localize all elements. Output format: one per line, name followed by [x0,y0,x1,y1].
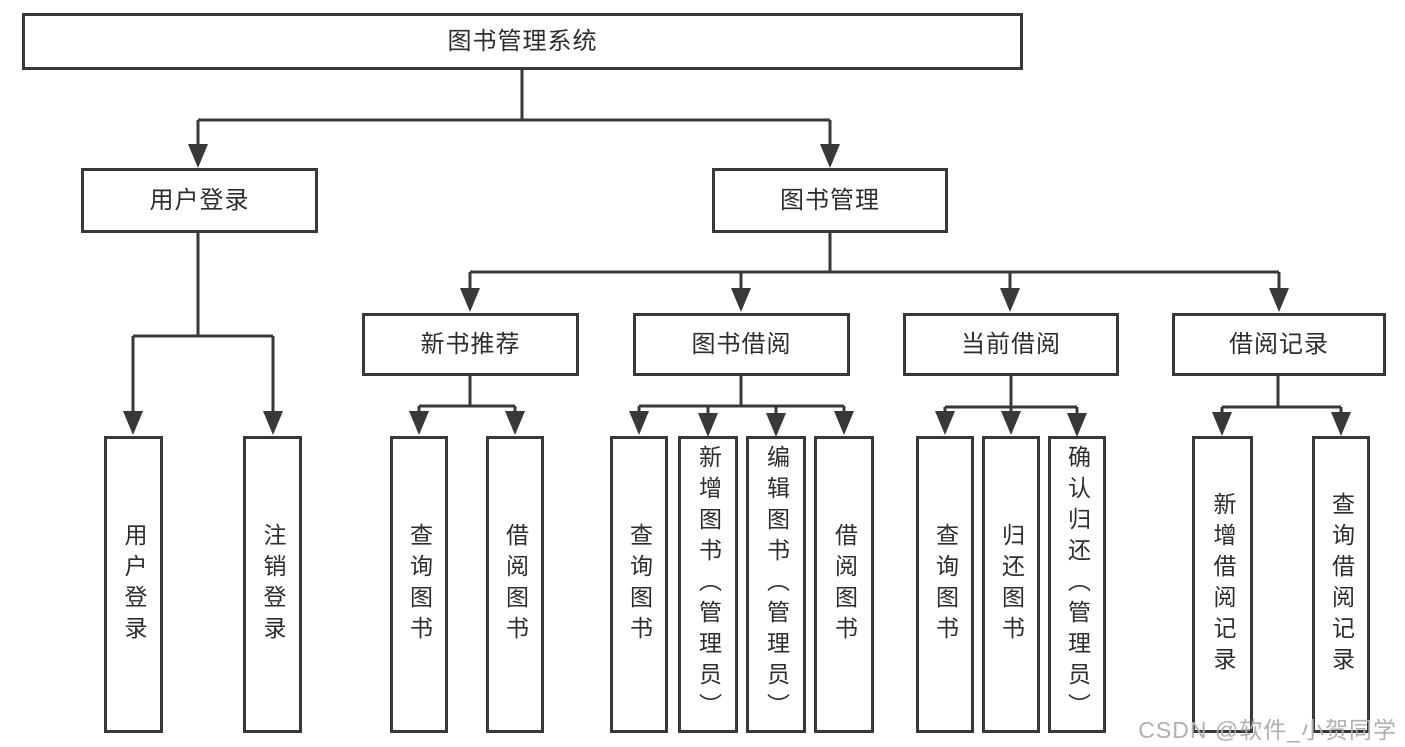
connector-new-books-split [409,376,525,435]
leaf-current-confirm-return-admin: 确认归还（管理员） [1048,436,1106,733]
node-user-login: 用户登录 [81,168,318,233]
node-root: 图书管理系统 [22,13,1023,70]
leaf-newbooks-borrow-books: 借阅图书 [486,436,544,733]
leaf-borrow-query-books: 查询图书 [610,436,668,733]
leaf-current-return-books: 归还图书 [982,436,1040,733]
leaf-borrow-add-books-admin: 新增图书（管理员） [678,436,738,733]
node-book-management: 图书管理 [712,168,948,233]
watermark: CSDN @软件_小贺同学 [1138,717,1397,743]
leaf-newbooks-query-books: 查询图书 [390,436,448,733]
connector-book-borrow-split [629,376,854,437]
connector-root-split [188,70,840,168]
connector-book-mgmt-split [460,233,1289,312]
connector-borrow-records-split [1212,376,1351,436]
node-current-borrow: 当前借阅 [903,313,1119,376]
leaf-records-add-record: 新增借阅记录 [1192,436,1253,733]
leaf-logout: 注销登录 [243,436,302,733]
node-new-book-recommend: 新书推荐 [362,313,579,376]
connector-user-login-split [123,233,283,435]
node-borrow-records: 借阅记录 [1172,313,1386,376]
leaf-records-query-record: 查询借阅记录 [1312,436,1370,733]
leaf-user-login: 用户登录 [104,436,163,733]
node-book-borrow: 图书借阅 [633,313,850,376]
leaf-current-query-books: 查询图书 [916,436,974,733]
leaf-borrow-edit-books-admin: 编辑图书（管理员） [746,436,806,733]
connector-current-borrow-split [935,376,1087,437]
leaf-borrow-borrow-books: 借阅图书 [814,436,874,733]
